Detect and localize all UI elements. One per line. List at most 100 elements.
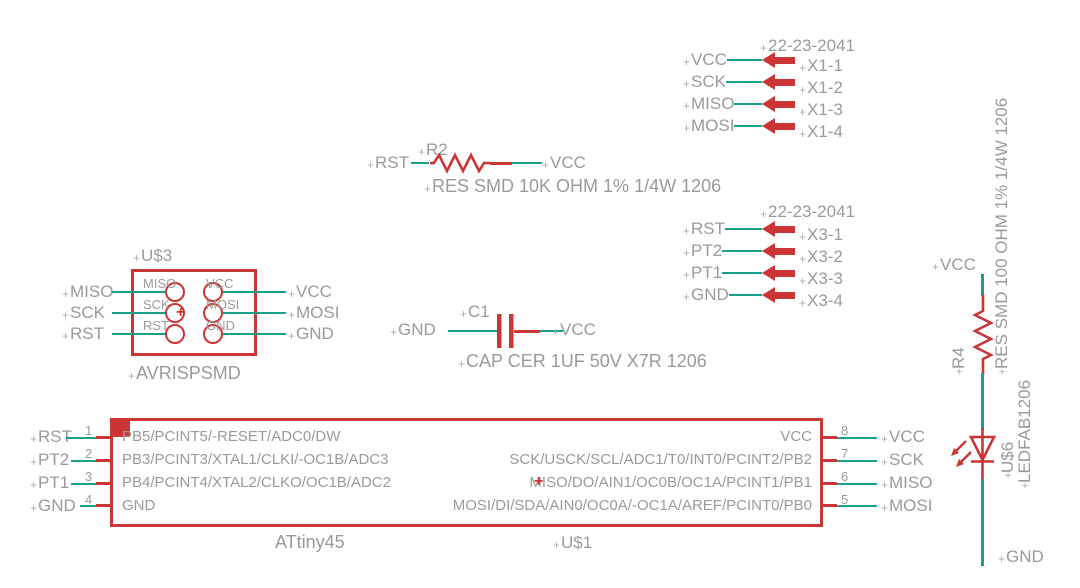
ic-pin-number-5: 5 [841, 492, 849, 507]
u3-pad-icon [203, 303, 223, 323]
ic-fn-gnd: GND [122, 497, 156, 514]
ic-pin-number-3: 3 [85, 469, 93, 484]
origin-cross-icon: + [390, 325, 398, 339]
net-label-pt1: +PT1 [683, 263, 723, 282]
c1-value: +CAP CER 1UF 50V X7R 1206 [458, 352, 707, 373]
origin-cross-icon: + [799, 61, 807, 75]
net-wire [981, 373, 984, 430]
ic-pin-number-4: 4 [85, 492, 93, 507]
net-label-gnd: +GND [30, 496, 76, 516]
origin-cross-icon: + [799, 252, 807, 266]
origin-cross-icon: + [881, 432, 889, 446]
origin-cross-icon: + [418, 145, 426, 159]
origin-cross-icon: + [881, 478, 889, 492]
origin-cross-icon: + [683, 290, 691, 304]
net-wire [837, 483, 877, 485]
capacitor-c1-symbol-icon [497, 314, 514, 348]
net-label-pt2: +PT2 [30, 450, 70, 470]
origin-cross-icon: + [62, 329, 70, 343]
net-label-rst: +RST [62, 324, 105, 344]
origin-cross-icon: + [799, 230, 807, 244]
led-u6-symbol-icon [951, 428, 997, 482]
ic-fn-pb5: PB5/PCINT5/-RESET/ADC0/DW [122, 428, 341, 445]
net-wire [540, 330, 563, 332]
connector-pin-arrow-icon [762, 287, 795, 303]
x3-pin-4-label: +X3-4 [799, 291, 843, 311]
r2-name: +R2 [418, 140, 448, 160]
net-wire [725, 228, 762, 230]
u3-pin-sck: SCK [143, 297, 170, 312]
origin-cross-icon: + [799, 274, 807, 288]
net-label-mosi: +MOSI [683, 116, 735, 135]
origin-cross-icon: + [683, 77, 691, 91]
net-label-rst: +RST [30, 427, 73, 447]
origin-cross-icon: + [460, 307, 468, 321]
u3-pad-icon [165, 303, 185, 323]
net-wire [722, 272, 762, 274]
origin-cross-icon: + [760, 207, 768, 221]
net-wire [726, 59, 762, 61]
net-wire [112, 333, 166, 335]
origin-cross-icon: + [683, 99, 691, 113]
x1-row-3: +MISO [683, 94, 795, 113]
u3-pad-icon [165, 282, 185, 302]
origin-cross-icon: + [30, 478, 38, 492]
origin-cross-icon: + [760, 41, 768, 55]
ic-pin-stub [821, 459, 837, 462]
net-label-gnd: +GND [288, 324, 334, 344]
net-label-sck: +SCK [62, 303, 105, 323]
ic-pin-number-8: 8 [841, 423, 849, 438]
x3-pin-2-label: +X3-2 [799, 247, 843, 267]
u3-pin-vcc: VCC [206, 276, 234, 291]
resistor-r4-symbol-icon [972, 295, 994, 375]
origin-cross-icon: + [62, 287, 70, 301]
ic-pin-stub [821, 482, 837, 485]
net-wire [448, 330, 497, 332]
u3-pin-miso: MISO [143, 276, 177, 291]
u3-pad-icon [203, 282, 223, 302]
ic-value: ATtiny45 [275, 532, 345, 552]
ic-origin-cross-icon: + [534, 473, 544, 490]
origin-cross-icon: + [288, 329, 296, 343]
net-label-miso: +MISO [683, 94, 735, 113]
ic-pin-stub [96, 482, 112, 485]
u3-pad-icon [203, 324, 223, 344]
origin-cross-icon: + [683, 246, 691, 260]
connector-pin-arrow-icon [762, 74, 795, 90]
x1-pin-2-label: +X1-2 [799, 78, 843, 98]
ic-name: +U$1 [553, 533, 593, 553]
x3-part-number: +22-23-2041 [760, 202, 855, 222]
origin-cross-icon: + [288, 308, 296, 322]
ic-pin1-marker-icon [110, 420, 130, 437]
u3-origin-cross-icon: + [176, 304, 186, 321]
ic-fn-pb3: PB3/PCINT3/XTAL1/CLKI/-OC1B/ADC3 [122, 451, 389, 468]
u3-name: +U$3 [133, 246, 173, 266]
net-wire [512, 162, 542, 164]
ic-pin-number-2: 2 [85, 446, 93, 461]
x1-row-4: +MOSI [683, 116, 795, 135]
origin-cross-icon: + [881, 501, 889, 515]
ic-fn-pb4: PB4/PCINT4/XTAL2/CLKO/OC1B/ADC2 [122, 474, 391, 491]
ic-pin-number-6: 6 [841, 469, 849, 484]
u3-pin-gnd: GND [206, 318, 235, 333]
ic-fn-pb0: MOSI/DI/SDA/AIN0/OC0A/-OC1A/AREF/PCINT0/… [452, 497, 812, 514]
origin-cross-icon: + [30, 432, 38, 446]
origin-cross-icon: + [1018, 481, 1032, 489]
net-wire [223, 291, 286, 293]
origin-cross-icon: + [30, 501, 38, 515]
x1-pin-4-label: +X1-4 [799, 122, 843, 142]
connector-pin-arrow-icon [762, 118, 795, 134]
net-label-gnd: +GND [683, 285, 729, 304]
net-label-pt1: +PT1 [30, 473, 70, 493]
connector-pin-arrow-icon [762, 265, 795, 281]
net-label-mosi: +MOSI [881, 496, 933, 516]
net-label-miso: +MISO [881, 473, 933, 493]
ic-pin-number-7: 7 [841, 446, 849, 461]
net-wire [71, 460, 96, 462]
net-wire [66, 437, 96, 439]
connector-pin-arrow-icon [762, 221, 795, 237]
led-value: +LEDFAB1206 [1015, 379, 1034, 489]
origin-cross-icon: + [799, 296, 807, 310]
ic-fn-vcc: VCC [780, 428, 812, 445]
x3-row-2: +PT2 [683, 241, 795, 260]
